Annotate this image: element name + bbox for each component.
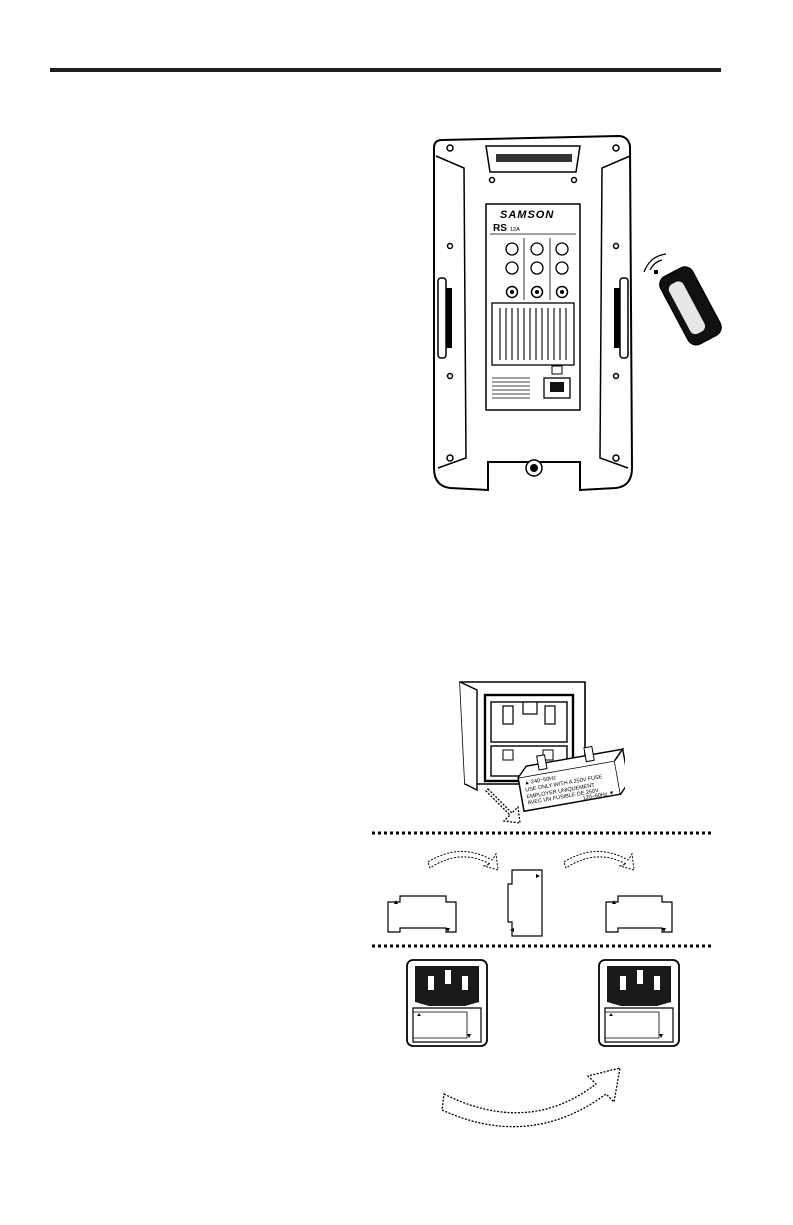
fuse-drawer-step2: [508, 870, 542, 936]
speaker-model: RS: [493, 223, 507, 234]
remote-control-icon: [640, 250, 740, 350]
dotted-arrow-down-icon: [484, 785, 534, 827]
fuse-drawer-step3: [606, 896, 672, 932]
speaker-brand: SAMSON: [500, 209, 554, 221]
curved-arrow-icon: [428, 851, 498, 870]
speaker-model-suffix: 12A: [510, 227, 520, 233]
header-rule: [50, 68, 721, 72]
wireless-signal-icon: [644, 254, 666, 272]
dotted-divider-bottom: [372, 944, 714, 948]
iec-socket-before: [407, 960, 487, 1046]
dotted-divider-top: [372, 831, 714, 835]
iec-socket-after: [599, 960, 679, 1046]
fuse-rotation-sequence: [380, 840, 710, 940]
large-curved-arrow-icon: [438, 1058, 628, 1128]
fuse-holder-illustration: ▲ 240~50Hz USE ONLY WITH A 250V FUSE EMP…: [455, 680, 625, 830]
fuse-drawer-step1: [388, 896, 456, 932]
curved-arrow-icon: [564, 851, 634, 870]
iec-socket-comparison: [405, 958, 705, 1048]
